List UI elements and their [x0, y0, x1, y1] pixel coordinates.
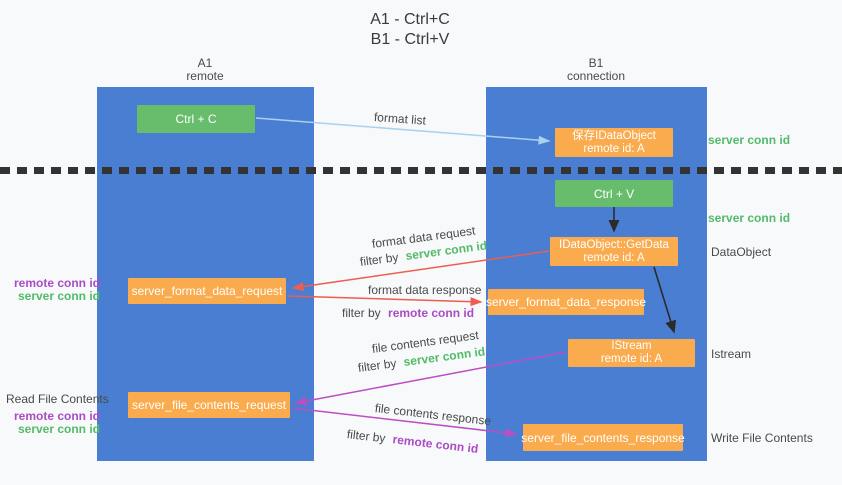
- server-format-data-response-label: server_format_data_response: [485, 295, 647, 309]
- server-format-data-request-node: server_format_data_request: [128, 278, 286, 304]
- server-file-contents-response-label: server_file_contents_response: [521, 430, 685, 445]
- format-data-response-text: format data response: [368, 283, 482, 297]
- filter-by-remote-conn-id-label-1: filter by remote conn id: [342, 306, 474, 320]
- server-conn-id-text: server conn id: [708, 133, 791, 147]
- file-contents-response-text: file contents response: [374, 401, 492, 429]
- ctrl-c-node: Ctrl + C: [137, 105, 255, 133]
- istream-node: IStream remote id: A: [568, 339, 695, 367]
- server-conn-id-label: server conn id: [17, 289, 100, 303]
- dotted-divider: [0, 167, 842, 174]
- remote-conn-id-text: remote conn id: [391, 432, 479, 456]
- remote-conn-id-text: remote conn id: [388, 306, 475, 320]
- ctrl-v-node: Ctrl + V: [555, 180, 673, 207]
- write-file-contents-text: Write File Contents: [711, 431, 813, 445]
- format-list-label: format list: [374, 110, 427, 128]
- save-idataobject-line1: 保存IDataObject: [572, 129, 656, 142]
- title-line-2: B1 - Ctrl+V: [370, 31, 450, 48]
- server-conn-id-label: server conn id: [17, 422, 100, 436]
- format-list-text: format list: [373, 110, 427, 128]
- save-idataobject-node: 保存IDataObject remote id: A: [555, 128, 673, 157]
- server-file-contents-response-node: server_file_contents_response: [521, 424, 685, 451]
- column-header-a1: A1 remote: [150, 57, 260, 83]
- istream-line1: IStream: [611, 340, 652, 352]
- file-contents-response-label: file contents response: [374, 401, 492, 428]
- title-line-1: A1 - Ctrl+C: [370, 11, 450, 28]
- column-b1-title: B1: [588, 56, 604, 70]
- column-a1-title: A1: [197, 56, 213, 70]
- istream-line2: remote id: A: [600, 353, 663, 365]
- save-idataobject-line2: remote id: A: [583, 142, 645, 155]
- dataobject-side-label: DataObject: [711, 245, 771, 259]
- column-header-b1: B1 connection: [541, 57, 651, 83]
- diagram-title: A1 - Ctrl+C B1 - Ctrl+V: [290, 10, 530, 50]
- column-a1-subtitle: remote: [186, 69, 224, 83]
- server-file-contents-request-node: server_file_contents_request: [128, 392, 290, 418]
- read-file-contents-label: Read File Contents: [6, 392, 109, 406]
- ctrl-c-label: Ctrl + C: [175, 112, 217, 126]
- istream-side-label: Istream: [711, 347, 751, 361]
- dataobject-text: DataObject: [711, 245, 772, 259]
- remote-conn-id-label: remote conn id: [13, 276, 100, 290]
- ctrl-v-label: Ctrl + V: [593, 186, 635, 201]
- getdata-node: IDataObject::GetData remote id: A: [550, 237, 678, 266]
- column-b1-subtitle: connection: [566, 69, 626, 83]
- filter-by-text: filter by: [357, 356, 398, 375]
- conn-id-pair-bottom: remote conn id server conn id: [0, 410, 100, 436]
- getdata-line2: remote id: A: [583, 251, 645, 264]
- istream-text: Istream: [711, 347, 752, 361]
- server-file-contents-request-label: server_file_contents_request: [131, 398, 287, 412]
- read-file-contents-text: Read File Contents: [6, 392, 109, 406]
- filter-by-remote-conn-id-label-2: filter by remote conn id: [346, 427, 479, 456]
- write-file-contents-label: Write File Contents: [711, 431, 813, 445]
- server-format-data-request-label: server_format_data_request: [131, 284, 283, 298]
- filter-by-text: filter by: [342, 306, 381, 320]
- server-conn-id-text: server conn id: [708, 211, 791, 225]
- server-format-data-response-node: server_format_data_response: [485, 289, 647, 315]
- server-conn-id-side-label-top: server conn id: [708, 133, 790, 147]
- filter-by-text: filter by: [346, 427, 387, 446]
- remote-conn-id-label: remote conn id: [13, 409, 100, 423]
- server-conn-id-side-label-mid: server conn id: [708, 211, 790, 225]
- conn-id-pair-top: remote conn id server conn id: [0, 277, 100, 303]
- filter-by-text: filter by: [359, 250, 400, 269]
- getdata-line1: IDataObject::GetData: [559, 238, 669, 251]
- format-data-response-label: format data response: [368, 283, 481, 297]
